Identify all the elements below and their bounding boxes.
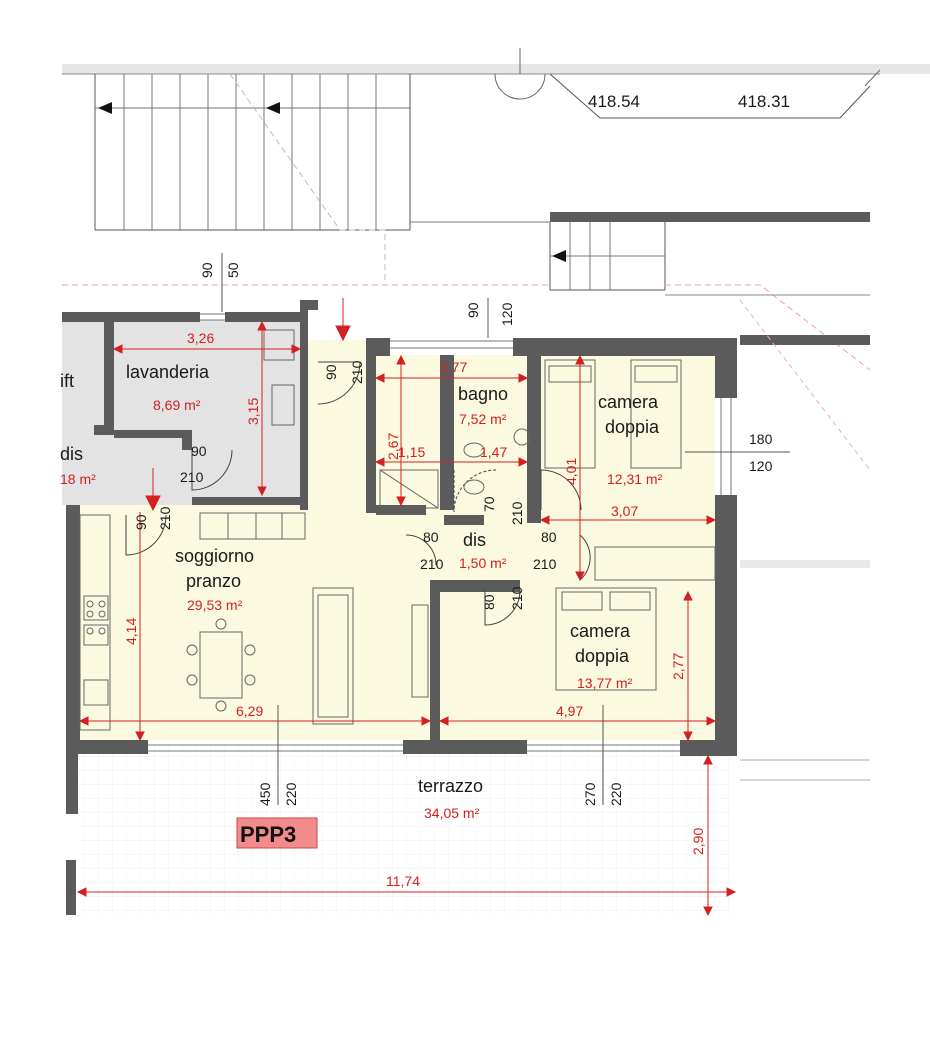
room-camera1-line2: doppia bbox=[605, 417, 660, 437]
w-cam2-bottom-2: 220 bbox=[608, 782, 624, 806]
dim-bagno-a: 1,15 bbox=[398, 444, 425, 460]
elevation-1: 418.54 bbox=[588, 92, 640, 111]
room-bagno-name: bagno bbox=[458, 384, 508, 404]
d-dis-sog-1: 80 bbox=[423, 529, 439, 545]
d-lav-2: 210 bbox=[180, 469, 204, 485]
dim-lav-width: 3,26 bbox=[187, 330, 214, 346]
room-soggiorno-line2: pranzo bbox=[186, 571, 241, 591]
opening-codes: 90 50 90 120 180 120 90 210 90 210 90 21… bbox=[133, 262, 773, 806]
d-dis-cam1-1: 80 bbox=[541, 529, 557, 545]
d-dis-cam1-2: 210 bbox=[533, 556, 557, 572]
room-labels: lavanderia 8,69 m² ift dis 18 m² bagno 7… bbox=[60, 362, 663, 821]
w-sog-bottom-2: 220 bbox=[283, 782, 299, 806]
dim-terrazzo-width: 11,74 bbox=[386, 873, 420, 889]
room-dis-left-area: 18 m² bbox=[60, 471, 96, 487]
opening-refs bbox=[221, 253, 790, 805]
d-dis-cam2-2: 210 bbox=[509, 586, 525, 610]
room-camera2-line1: camera bbox=[570, 621, 631, 641]
w-right-2: 120 bbox=[749, 458, 773, 474]
furniture bbox=[79, 329, 716, 731]
dim-bagno-height: 2,67 bbox=[385, 433, 401, 460]
room-dis-left-name: dis bbox=[60, 444, 83, 464]
w-bagno-top-2: 120 bbox=[499, 302, 515, 326]
room-soggiorno-line1: soggiorno bbox=[175, 546, 254, 566]
dimension-lines bbox=[76, 298, 737, 917]
w-lav-top-1: 90 bbox=[199, 262, 215, 278]
dim-cam2-height: 2,77 bbox=[670, 653, 686, 680]
room-camera1-line1: camera bbox=[598, 392, 659, 412]
w-bagno-top-1: 90 bbox=[465, 302, 481, 318]
exterior-context bbox=[62, 48, 930, 781]
w-right-1: 180 bbox=[749, 431, 773, 447]
w-cam2-bottom-1: 270 bbox=[582, 782, 598, 806]
room-bagno-area: 7,52 m² bbox=[459, 411, 507, 427]
walls bbox=[62, 300, 737, 915]
unit-label: PPP3 bbox=[240, 822, 296, 847]
dim-cam1-width: 3,07 bbox=[611, 503, 638, 519]
dim-terrazzo-height: 2,90 bbox=[690, 828, 706, 855]
w-sog-bottom-1: 450 bbox=[257, 782, 273, 806]
d-dis-left-2: 210 bbox=[157, 506, 173, 530]
unit-badge: PPP3 bbox=[236, 817, 318, 849]
room-lift-name: ift bbox=[60, 371, 74, 391]
room-terrazzo-name: terrazzo bbox=[418, 776, 483, 796]
room-camera2-area: 13,77 m² bbox=[577, 675, 633, 691]
windows bbox=[148, 313, 732, 752]
d-entry-2: 210 bbox=[349, 360, 365, 384]
dim-sog-height: 4,14 bbox=[123, 618, 139, 645]
room-dis-center-name: dis bbox=[463, 530, 486, 550]
room-lavanderia-area: 8,69 m² bbox=[153, 397, 201, 413]
dim-sog-width: 6,29 bbox=[236, 703, 263, 719]
d-dis-sog-2: 210 bbox=[420, 556, 444, 572]
d-dis-bagno-1: 70 bbox=[481, 496, 497, 512]
w-lav-top-2: 50 bbox=[225, 262, 241, 278]
room-lavanderia-name: lavanderia bbox=[126, 362, 210, 382]
room-camera1-area: 12,31 m² bbox=[607, 471, 663, 487]
dim-cam1-height: 4,01 bbox=[563, 458, 579, 485]
room-dis-center-area: 1,50 m² bbox=[459, 555, 507, 571]
room-camera2-line2: doppia bbox=[575, 646, 630, 666]
dim-lav-height: 3,15 bbox=[245, 398, 261, 425]
d-lav-1: 90 bbox=[191, 443, 207, 459]
dim-bagno-b: 1,47 bbox=[480, 444, 507, 460]
elevation-labels: 418.54 418.31 bbox=[588, 92, 790, 111]
room-soggiorno-area: 29,53 m² bbox=[187, 597, 243, 613]
d-dis-cam2-1: 80 bbox=[481, 594, 497, 610]
dim-cam2-width: 4,97 bbox=[556, 703, 583, 719]
dimension-labels: 3,26 3,15 2,77 2,67 1,15 1,47 4,01 3,07 … bbox=[123, 330, 706, 889]
d-dis-left-1: 90 bbox=[133, 514, 149, 530]
room-terrazzo-area: 34,05 m² bbox=[424, 805, 480, 821]
d-dis-bagno-2: 210 bbox=[509, 501, 525, 525]
dim-bagno-width: 2,77 bbox=[440, 359, 467, 375]
d-entry-1: 90 bbox=[323, 364, 339, 380]
elevation-2: 418.31 bbox=[738, 92, 790, 111]
